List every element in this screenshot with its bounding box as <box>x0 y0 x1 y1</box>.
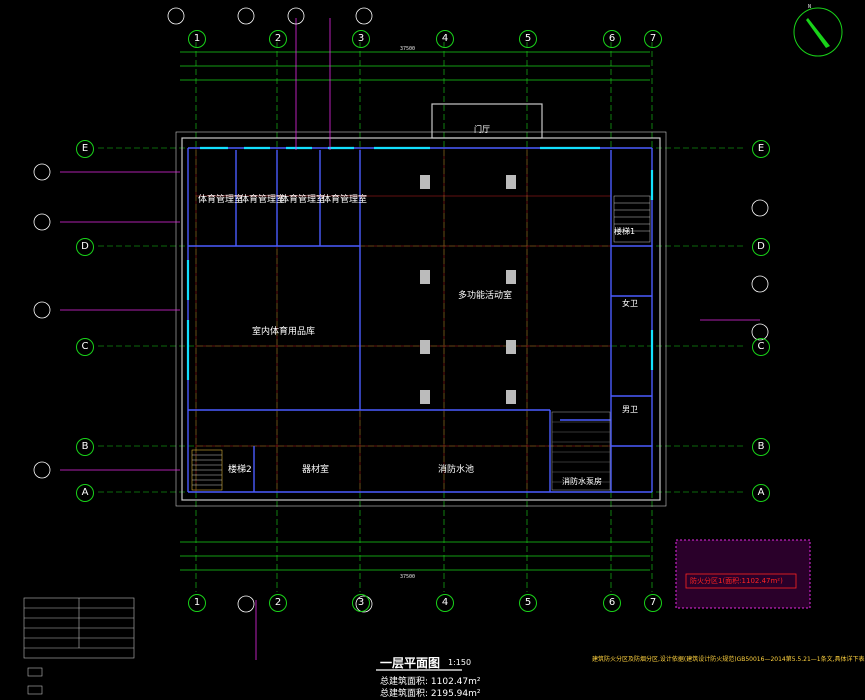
pump-room-hatch <box>551 411 611 491</box>
room-mgmt-4: 体育管理室 <box>322 195 368 205</box>
axis-top-5: 5 <box>519 30 537 48</box>
axis-bottom-3: 3 <box>352 594 370 612</box>
room-fire-pool: 消防水池 <box>438 465 475 475</box>
room-mgmt-2: 体育管理室 <box>240 195 286 205</box>
columns <box>420 175 516 404</box>
top-dimension-lines: 37500 <box>180 46 650 81</box>
axis-right-E: E <box>752 140 770 158</box>
axis-right-D: D <box>752 238 770 256</box>
axis-top-6: 6 <box>603 30 621 48</box>
drawing-scale: 1:150 <box>448 658 472 667</box>
code-note: 建筑防火分区及防烟分区,设计依据(建筑设计防火规范)GB50016—2014第5… <box>592 656 865 663</box>
area2-value: 2195.94m² <box>430 689 481 699</box>
axis-bottom-1: 1 <box>188 594 206 612</box>
horizontal-axis-lines <box>98 147 745 493</box>
axis-top-7: 7 <box>644 30 662 48</box>
axis-left-B: B <box>76 438 94 456</box>
area1-value: 1102.47m² <box>430 677 481 687</box>
axis-left-A: A <box>76 484 94 502</box>
fire-zone-red-label: 防火分区1(面积:1102.47m²) <box>690 577 783 585</box>
drawing-title: 一层平面图 <box>380 656 441 670</box>
axis-right-B: B <box>752 438 770 456</box>
axis-bottom-7: 7 <box>644 594 662 612</box>
vertical-axis-lines <box>195 42 653 592</box>
room-stair-2: 楼梯2 <box>228 465 252 475</box>
room-multipurpose: 多功能活动室 <box>458 291 513 301</box>
axis-top-2: 2 <box>269 30 287 48</box>
axis-bottom-4: 4 <box>436 594 454 612</box>
axis-top-4: 4 <box>436 30 454 48</box>
tag-leaders <box>60 18 760 660</box>
axis-bottom-5: 5 <box>519 594 537 612</box>
room-pump: 消防水泵房 <box>562 477 602 486</box>
north-arrow-icon: N <box>793 4 843 57</box>
bottom-dimension-lines: 37500 <box>180 541 650 580</box>
room-mgmt-1: 体育管理室 <box>198 195 244 205</box>
stair-hatch <box>191 195 651 491</box>
area1-label: 总建筑面积: <box>380 677 429 687</box>
svg-text:N: N <box>808 4 811 10</box>
floor-plan-drawing: N 37500 37500 <box>23 4 843 695</box>
axis-right-C: C <box>752 338 770 356</box>
fire-zone-legend <box>675 539 811 609</box>
windows <box>186 146 654 380</box>
exterior-walls <box>175 103 667 507</box>
room-female-wc: 女卫 <box>622 299 638 308</box>
axis-top-3: 3 <box>352 30 370 48</box>
room-mgmt-3: 体育管理室 <box>280 195 326 205</box>
axis-left-C: C <box>76 338 94 356</box>
axis-bottom-6: 6 <box>603 594 621 612</box>
room-stair-1: 楼梯1 <box>614 227 636 236</box>
axis-left-D: D <box>76 238 94 256</box>
area-line-1: 总建筑面积: 1102.47m² <box>380 674 481 687</box>
area-line-2: 总建筑面积: 2195.94m² <box>380 686 481 699</box>
axis-top-1: 1 <box>188 30 206 48</box>
axis-left-E: E <box>76 140 94 158</box>
room-indoor-storage: 室内体育用品库 <box>252 327 316 337</box>
area2-label: 总建筑面积: <box>380 689 429 699</box>
room-equipment: 器材室 <box>302 465 330 475</box>
left-tags <box>33 163 769 479</box>
axis-right-A: A <box>752 484 770 502</box>
bottom-total-dimension: 37500 <box>400 574 415 580</box>
axis-bottom-2: 2 <box>269 594 287 612</box>
top-tags <box>167 7 373 613</box>
room-entrance: 门厅 <box>474 125 490 134</box>
room-male-wc: 男卫 <box>622 405 638 414</box>
legend-table <box>23 597 135 695</box>
top-total-dimension: 37500 <box>400 46 415 52</box>
